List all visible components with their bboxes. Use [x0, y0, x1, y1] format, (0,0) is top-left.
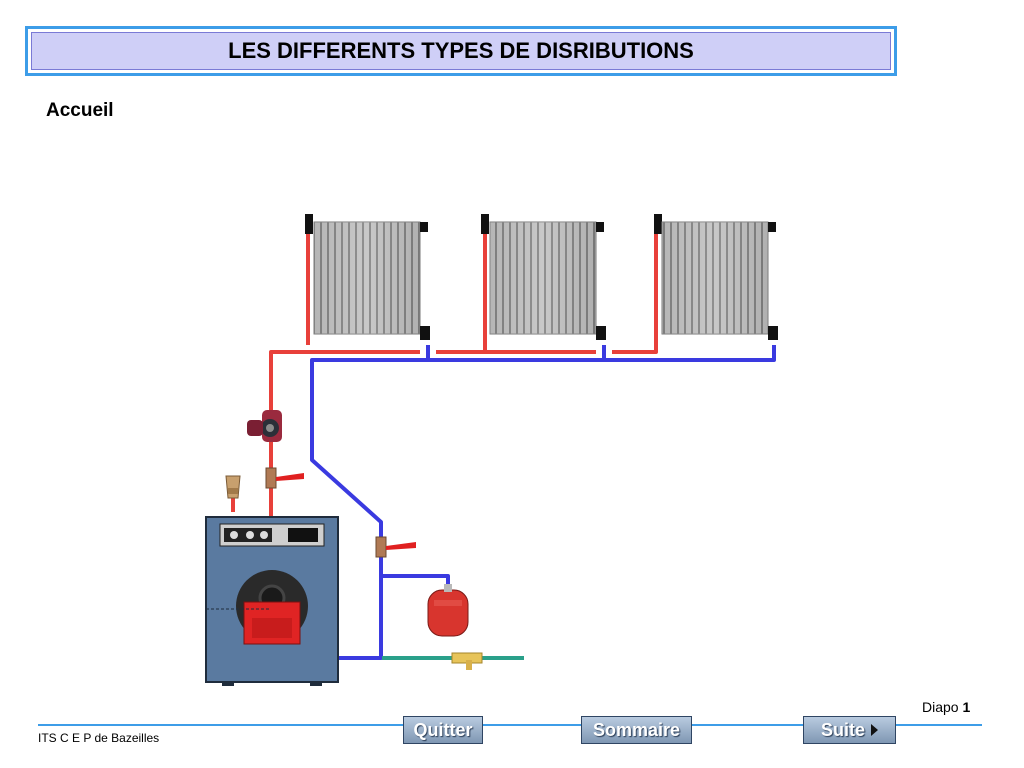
valve-icon: [451, 652, 483, 670]
summary-button[interactable]: Sommaire: [581, 716, 692, 744]
arrow-right-icon: [871, 724, 878, 736]
radiator-icon: [481, 214, 606, 340]
hot-pipes: [231, 228, 658, 520]
slide-label: Diapo: [922, 699, 959, 715]
valve-icon: [265, 467, 304, 489]
slide-number: Diapo 1: [922, 699, 970, 715]
quit-button-label: Quitter: [413, 719, 473, 740]
boiler-icon: [205, 516, 339, 686]
quit-button[interactable]: Quitter: [403, 716, 483, 744]
footer-divider: [38, 724, 982, 726]
next-button[interactable]: Suite: [803, 716, 896, 744]
page-title: LES DIFFERENTS TYPES DE DISRIBUTIONS: [31, 32, 891, 70]
radiator-icon: [654, 214, 778, 340]
expansion-tank-icon: [427, 584, 469, 637]
footer-organization: ITS C E P de Bazeilles: [38, 731, 160, 745]
pump-icon: [247, 410, 282, 442]
valve-icon: [375, 536, 416, 558]
section-title: Accueil: [46, 100, 114, 121]
return-pipes: [310, 345, 776, 660]
title-frame: LES DIFFERENTS TYPES DE DISRIBUTIONS: [25, 26, 897, 76]
radiator-icon: [305, 214, 430, 340]
slide-number-value: 1: [962, 699, 971, 715]
safety-valve-icon: [225, 475, 241, 499]
next-button-label: Suite: [820, 719, 865, 740]
summary-button-label: Sommaire: [592, 719, 681, 740]
